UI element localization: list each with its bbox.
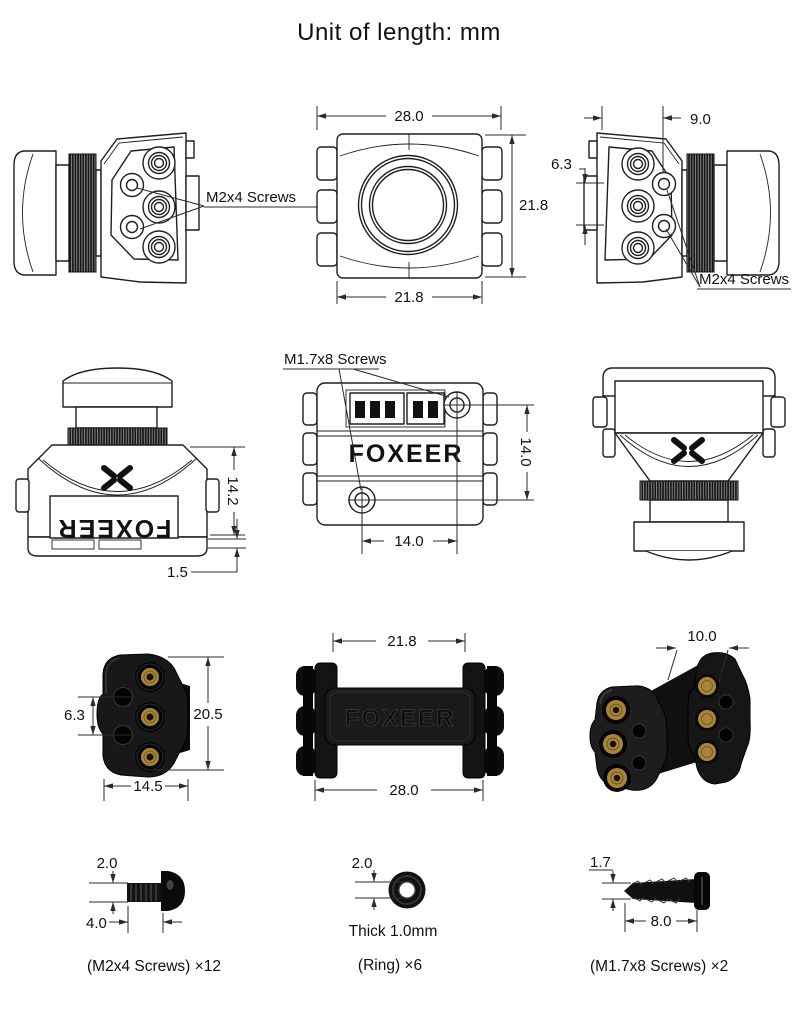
caption-m2x4: (M2x4 Screws) ×12 xyxy=(87,958,221,975)
dim-height: 20.5 xyxy=(152,656,224,771)
m17x8-screws-label: M1.7x8 Screws xyxy=(284,351,387,368)
ring-thickness-note: Thick 1.0mm xyxy=(349,923,438,940)
m2x4-screws-label: M2x4 Screws xyxy=(699,271,789,288)
focus-ring xyxy=(639,480,739,501)
dim-body-width: 21.8 xyxy=(336,281,483,306)
dim-hole-spacing: 6.3 xyxy=(551,156,604,245)
view-camera-side-right: 9.0 6.3 M2x4 Screws xyxy=(551,106,791,290)
lens-barrel xyxy=(633,521,745,552)
dim-text-6-3: 6.3 xyxy=(64,707,85,724)
bracket-bar xyxy=(324,687,476,746)
screw-m17x8-item: 1.7 8.0 (M1.7x8 Screws) ×2 xyxy=(589,854,728,975)
dim-text-1-7: 1.7 xyxy=(590,854,611,871)
dim-diameter: 2.0 xyxy=(89,855,128,914)
dim-text-1-5: 1.5 xyxy=(167,564,188,581)
dim-text-14-0-v: 14.0 xyxy=(517,437,534,466)
m2-screw-holes xyxy=(119,172,145,240)
label-m2x4-left: M2x4 Screws xyxy=(136,187,336,230)
dim-width: 14.5 xyxy=(103,778,189,801)
dim-length: 4.0 xyxy=(86,906,182,933)
dim-overall-width: 28.0 xyxy=(316,106,502,130)
brass-inserts xyxy=(135,662,165,772)
foxeer-wordmark-inverted: FOXEER xyxy=(57,514,172,542)
foxeer-x-icon xyxy=(101,465,133,491)
foxeer-wordmark: FOXEER xyxy=(349,440,464,468)
dim-text-14-0-h: 14.0 xyxy=(394,533,423,550)
dim-length: 8.0 xyxy=(624,903,698,932)
view-camera-front: 28.0 21.8 21.8 xyxy=(316,106,548,306)
dim-inner-diameter: 2.0 xyxy=(352,855,404,910)
name-plate xyxy=(49,495,179,539)
view-camera-back: FOXEER M1.7x8 Screws 14.0 14.0 xyxy=(283,351,534,554)
dim-inner-width: 21.8 xyxy=(332,633,466,652)
dim-text-9-0: 9.0 xyxy=(690,111,711,128)
dim-text-4-0: 4.0 xyxy=(86,915,107,932)
dim-body-height: 14.2 xyxy=(190,446,245,536)
caption-ring: (Ring) ×6 xyxy=(358,957,422,974)
foxeer-x-icon xyxy=(671,437,705,464)
screw-m17x8-photo xyxy=(624,872,710,910)
dim-text-2-0-ring: 2.0 xyxy=(352,855,373,872)
bracket-iso-photo: 10.0 xyxy=(589,628,751,792)
dim-text-28-0: 28.0 xyxy=(394,108,423,125)
focus-ring xyxy=(686,153,715,273)
connector-ports xyxy=(345,389,446,428)
ring-item: 2.0 Thick 1.0mm (Ring) ×6 xyxy=(349,855,438,974)
bracket-front-photo: FOXEER 21.8 28.0 xyxy=(296,633,504,801)
ring-photo xyxy=(388,871,426,909)
dim-text-14-5: 14.5 xyxy=(133,778,162,795)
label-m2x4-right: M2x4 Screws xyxy=(665,189,791,290)
dim-text-21-8: 21.8 xyxy=(387,633,416,650)
focus-ring xyxy=(67,427,168,446)
dim-text-8-0: 8.0 xyxy=(651,913,672,930)
dim-plate-thickness: 1.5 xyxy=(167,519,246,581)
dim-text-21-8-width: 21.8 xyxy=(394,289,423,306)
lens-barrel xyxy=(13,150,57,276)
lens-dome xyxy=(645,550,733,561)
dim-height: 21.8 xyxy=(485,134,548,278)
m2-screw-holes xyxy=(651,171,677,239)
camera-body xyxy=(614,380,764,434)
m2x4-screws-label: M2x4 Screws xyxy=(206,189,296,206)
dim-text-2-0: 2.0 xyxy=(97,855,118,872)
label-m17x8: M1.7x8 Screws xyxy=(283,351,450,491)
view-camera-top xyxy=(592,367,786,561)
dim-depth: 10.0 xyxy=(656,628,749,683)
lens-dome xyxy=(62,367,173,408)
dim-text-6-3: 6.3 xyxy=(551,156,572,173)
caption-m17x8: (M1.7x8 Screws) ×2 xyxy=(590,958,728,975)
lens-barrel xyxy=(726,150,780,276)
screw-posts xyxy=(621,147,655,265)
dim-text-14-2: 14.2 xyxy=(224,476,241,505)
dim-text-10-0: 10.0 xyxy=(687,628,716,645)
lens-front xyxy=(357,154,459,256)
dim-depth: 9.0 xyxy=(584,106,711,172)
screw-m2x4-item: 2.0 4.0 (M2x4 Screws) ×12 xyxy=(86,855,221,975)
dim-hole-spacing: 6.3 xyxy=(64,696,134,736)
dim-text-28-0: 28.0 xyxy=(389,782,418,799)
dim-hole-spacing-vertical: 14.0 xyxy=(376,404,534,501)
view-camera-bottom: FOXEER 14.2 1.5 xyxy=(15,367,246,581)
dim-hole-spacing-horizontal: 14.0 xyxy=(361,418,458,554)
dim-diameter: 1.7 xyxy=(589,854,631,911)
dim-text-21-8-height: 21.8 xyxy=(519,197,548,214)
page-title: Unit of length: mm xyxy=(297,19,501,46)
dim-text-20-5: 20.5 xyxy=(193,706,222,723)
focus-ring xyxy=(68,153,97,273)
screw-posts xyxy=(142,146,176,264)
screw-m2x4-photo xyxy=(127,871,185,911)
dim-outer-width: 28.0 xyxy=(314,780,484,801)
bracket-side-photo: 6.3 20.5 14.5 xyxy=(64,653,224,801)
view-camera-side-left: M2x4 Screws xyxy=(13,132,336,284)
foxeer-embossed: FOXEER xyxy=(345,705,456,732)
